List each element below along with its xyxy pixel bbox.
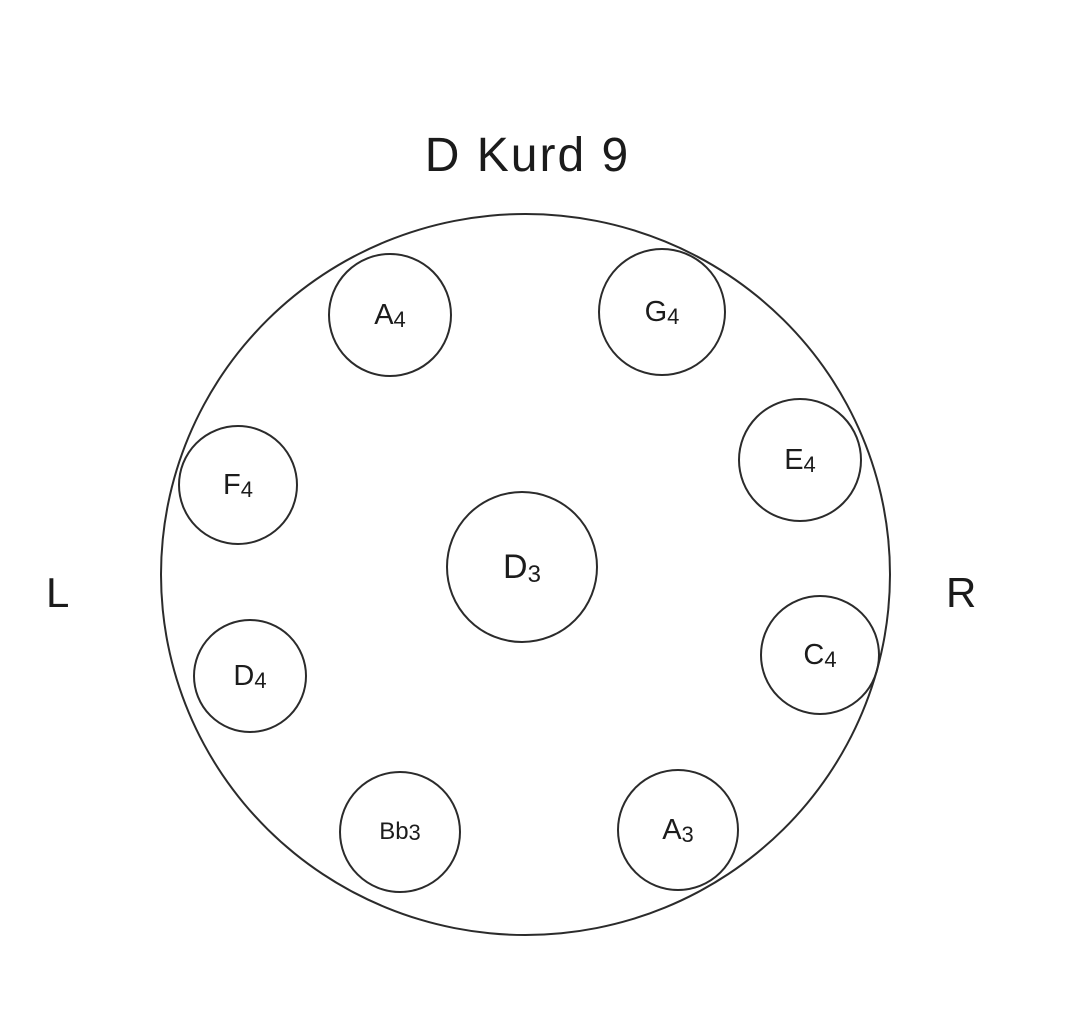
note-circle-c4: C4 (760, 595, 880, 715)
note-label-g4: G4 (644, 295, 680, 329)
note-circle-a3: A3 (617, 769, 739, 891)
note-label-c4: C4 (803, 638, 837, 672)
note-name: D (233, 659, 255, 692)
note-label-a4: A4 (374, 298, 406, 332)
note-octave: 4 (393, 306, 406, 332)
note-octave: 4 (240, 476, 253, 502)
handpan-outline (160, 213, 891, 936)
note-label-bb3: Bb3 (379, 820, 421, 844)
note-circle-bb3: Bb3 (339, 771, 461, 893)
note-octave: 4 (667, 303, 680, 329)
note-circle-center-d3: D3 (446, 491, 598, 643)
note-name: A (374, 298, 394, 331)
note-octave: 4 (254, 667, 267, 693)
note-label-e4: E4 (784, 443, 816, 477)
note-circle-d4: D4 (193, 619, 307, 733)
note-label-a3: A3 (662, 813, 694, 847)
note-name: E (784, 443, 804, 476)
note-label-d3: D3 (503, 548, 541, 587)
note-octave: 3 (408, 820, 421, 845)
note-octave: 4 (824, 646, 837, 672)
note-label-d4: D4 (233, 659, 267, 693)
note-octave: 3 (681, 821, 694, 847)
note-octave: 4 (803, 451, 816, 477)
diagram-title: D Kurd 9 (424, 129, 631, 182)
right-hand-label: R (946, 569, 977, 616)
note-circle-f4: F4 (178, 425, 298, 545)
left-hand-label: L (46, 569, 70, 616)
note-name: F (223, 468, 241, 501)
note-label-f4: F4 (223, 468, 253, 502)
note-circle-e4: E4 (738, 398, 862, 522)
note-circle-g4: G4 (598, 248, 726, 376)
note-name: Bb (379, 818, 409, 845)
note-circle-a4: A4 (328, 253, 452, 377)
note-name: C (803, 638, 825, 671)
note-octave: 3 (527, 561, 541, 588)
note-name: D (503, 548, 528, 586)
note-name: A (662, 813, 682, 846)
note-name: G (644, 295, 668, 328)
